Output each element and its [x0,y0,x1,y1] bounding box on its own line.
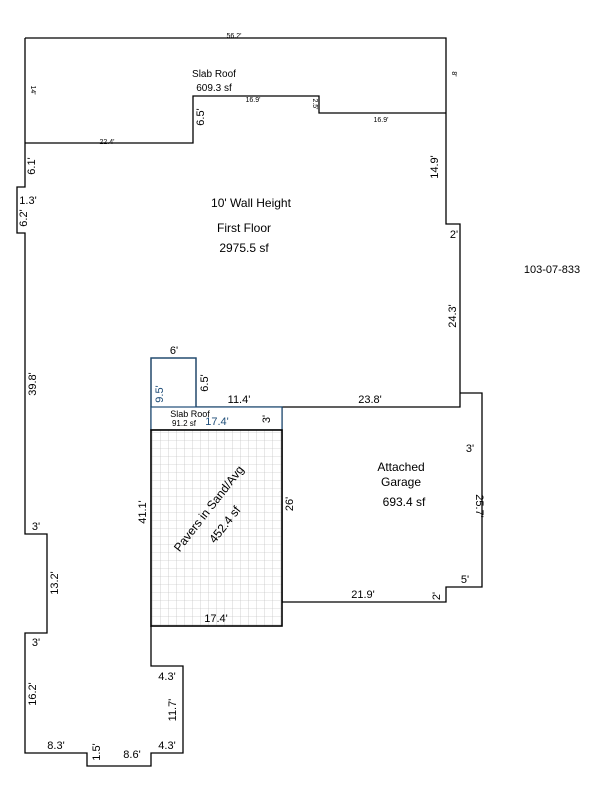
dim-right-jog: 2' [450,229,458,241]
dim-slab-small-step: 2.5' [311,98,318,109]
dim-top-left-vert: 14' [29,85,36,94]
dim-bottom-mid: 8.6' [123,749,140,761]
dim-slab-right: 16.9' [374,117,389,124]
dim-garage-jog-v: 2' [431,592,443,600]
dim-inner-top: 4.3' [158,671,175,683]
dim-top: 56.2' [227,33,242,40]
dim-left-jog-v: 6.2' [18,209,30,226]
dim-left-step2: 3' [32,637,40,649]
dim-notch-top: 6' [170,345,178,357]
slab-roof-small-area: 91.2 sf [172,419,197,428]
dim-garage-bottom: 21.9' [351,589,375,601]
dim-pav-bottom: 17.4' [204,613,228,625]
garage-name-2: Garage [381,475,421,489]
dim-garage-top: 3' [466,443,474,455]
garage-area: 693.4 sf [383,495,426,509]
dim-left-top: 6.1' [26,157,38,174]
dim-right-mid: 24.3' [447,304,459,328]
dim-pav-left: 41.1' [137,500,149,524]
wall-height-label: 10' Wall Height [211,196,292,210]
slab-roof-top-area: 609.3 sf [196,83,232,94]
dim-left-low: 16.2' [27,682,39,706]
dim-slab-mid: 16.9' [246,97,261,104]
pavers-area [151,430,282,626]
dim-bottom-right: 4.3' [158,740,175,752]
dim-bottom-left: 8.3' [47,740,64,752]
dim-left-seg: 13.2' [49,571,61,595]
dim-inner-vert: 11.7' [167,699,179,722]
dim-notch-right: 6.5' [199,374,211,391]
dim-ff-bottom-mid: 11.4' [228,394,251,406]
parcel-id: 103-07-833 [524,264,580,276]
slab-roof-top-outline [25,95,446,144]
garage-name-1: Attached [377,460,424,474]
dim-pav-right: 26' [284,497,296,511]
pavers-outline [150,429,283,627]
dim-slab-bottom: 22.4' [100,139,115,146]
dim-slab-small-w: 17.4' [205,416,229,428]
dim-slab-step: 6.5' [195,108,207,125]
slab-roof-small-name: Slab Roof [170,409,210,419]
dim-garage-jog-h: 5' [461,574,469,586]
first-floor-area: 2975.5 sf [219,241,269,255]
dim-notch-left: 9.5' [154,385,166,402]
dim-bottom-step: 1.5' [91,743,103,760]
first-floor-name: First Floor [217,221,271,235]
dim-right-upper: 14.9' [429,155,441,179]
dim-left-step1: 3' [32,521,40,533]
dim-left-main: 39.8' [27,372,39,396]
dim-slab-small-h: 3' [261,415,273,423]
dim-left-jog-h: 1.3' [19,195,36,207]
dim-top-right-vert: 8' [450,71,457,76]
slab-roof-top-name: Slab Roof [192,69,236,80]
dim-ff-bottom-right: 23.8' [358,394,382,406]
notch-outline [150,357,197,407]
dim-garage-right: 25.7' [473,494,485,518]
